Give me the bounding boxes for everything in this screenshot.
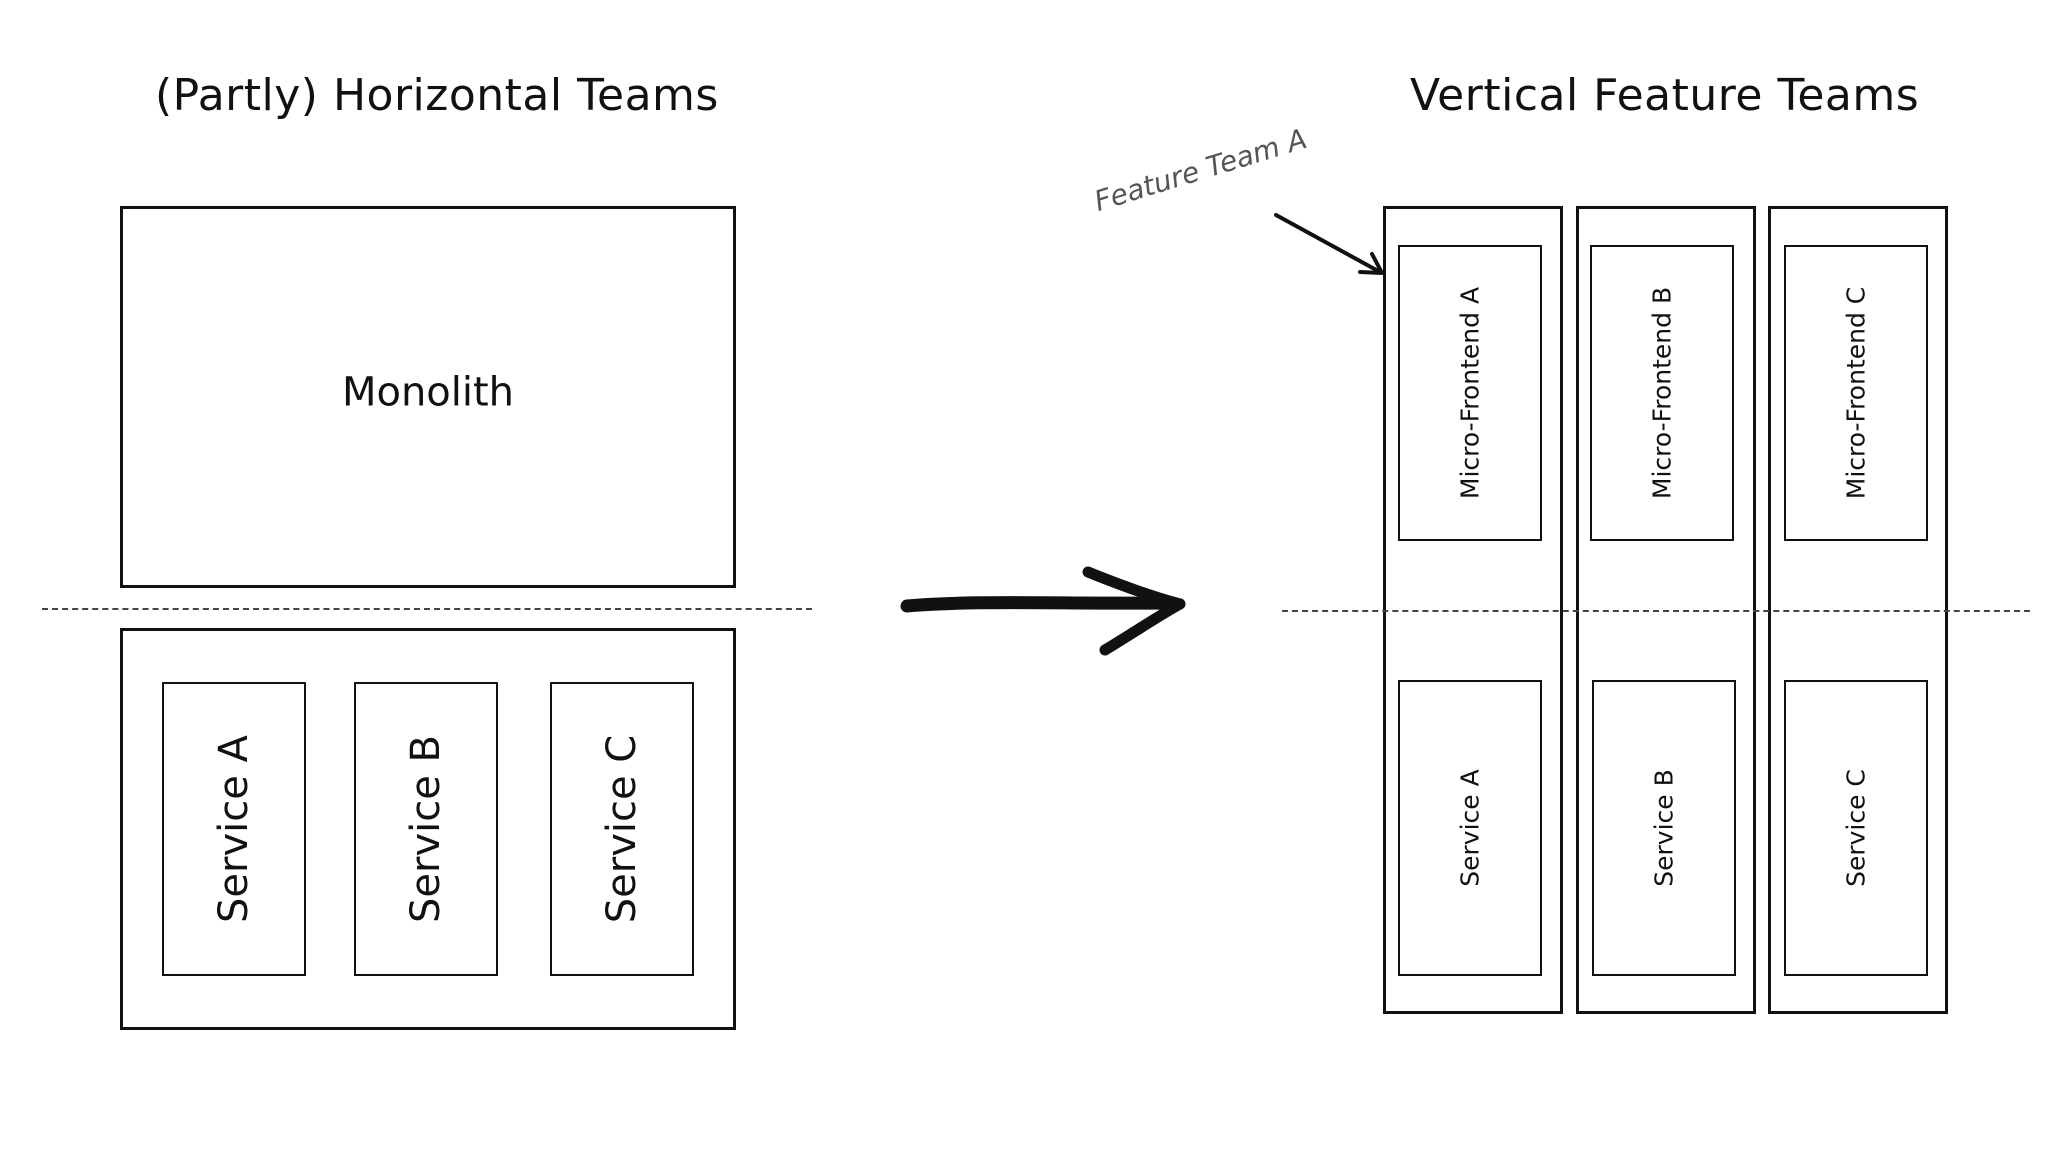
right-service-c-box: Service C [1784,680,1928,976]
left-title: (Partly) Horizontal Teams [155,70,719,121]
left-service-c-box: Service C [550,682,694,976]
monolith-label: Monolith [341,369,515,416]
left-divider [42,608,812,610]
services-container [120,628,736,1030]
right-service-c-label: Service C [1841,769,1871,887]
micro-frontend-b-label: Micro-Frontend B [1647,286,1677,500]
right-title: Vertical Feature Teams [1410,70,1920,121]
right-divider [1282,610,2030,612]
micro-frontend-c-label: Micro-Frontend C [1841,286,1871,500]
monolith-box: Monolith [120,206,736,588]
annotation-arrow [1274,213,1384,275]
right-service-b-box: Service B [1592,680,1736,976]
micro-frontend-c-box: Micro-Frontend C [1784,245,1928,541]
right-service-b-label: Service B [1649,769,1679,887]
right-service-a-label: Service A [1455,769,1485,887]
right-service-a-box: Service A [1398,680,1542,976]
micro-frontend-a-label: Micro-Frontend A [1455,286,1485,500]
transition-arrow [900,566,1186,656]
left-service-a-box: Service A [162,682,306,976]
left-service-b-box: Service B [354,682,498,976]
micro-frontend-a-box: Micro-Frontend A [1398,245,1542,541]
micro-frontend-b-box: Micro-Frontend B [1590,245,1734,541]
